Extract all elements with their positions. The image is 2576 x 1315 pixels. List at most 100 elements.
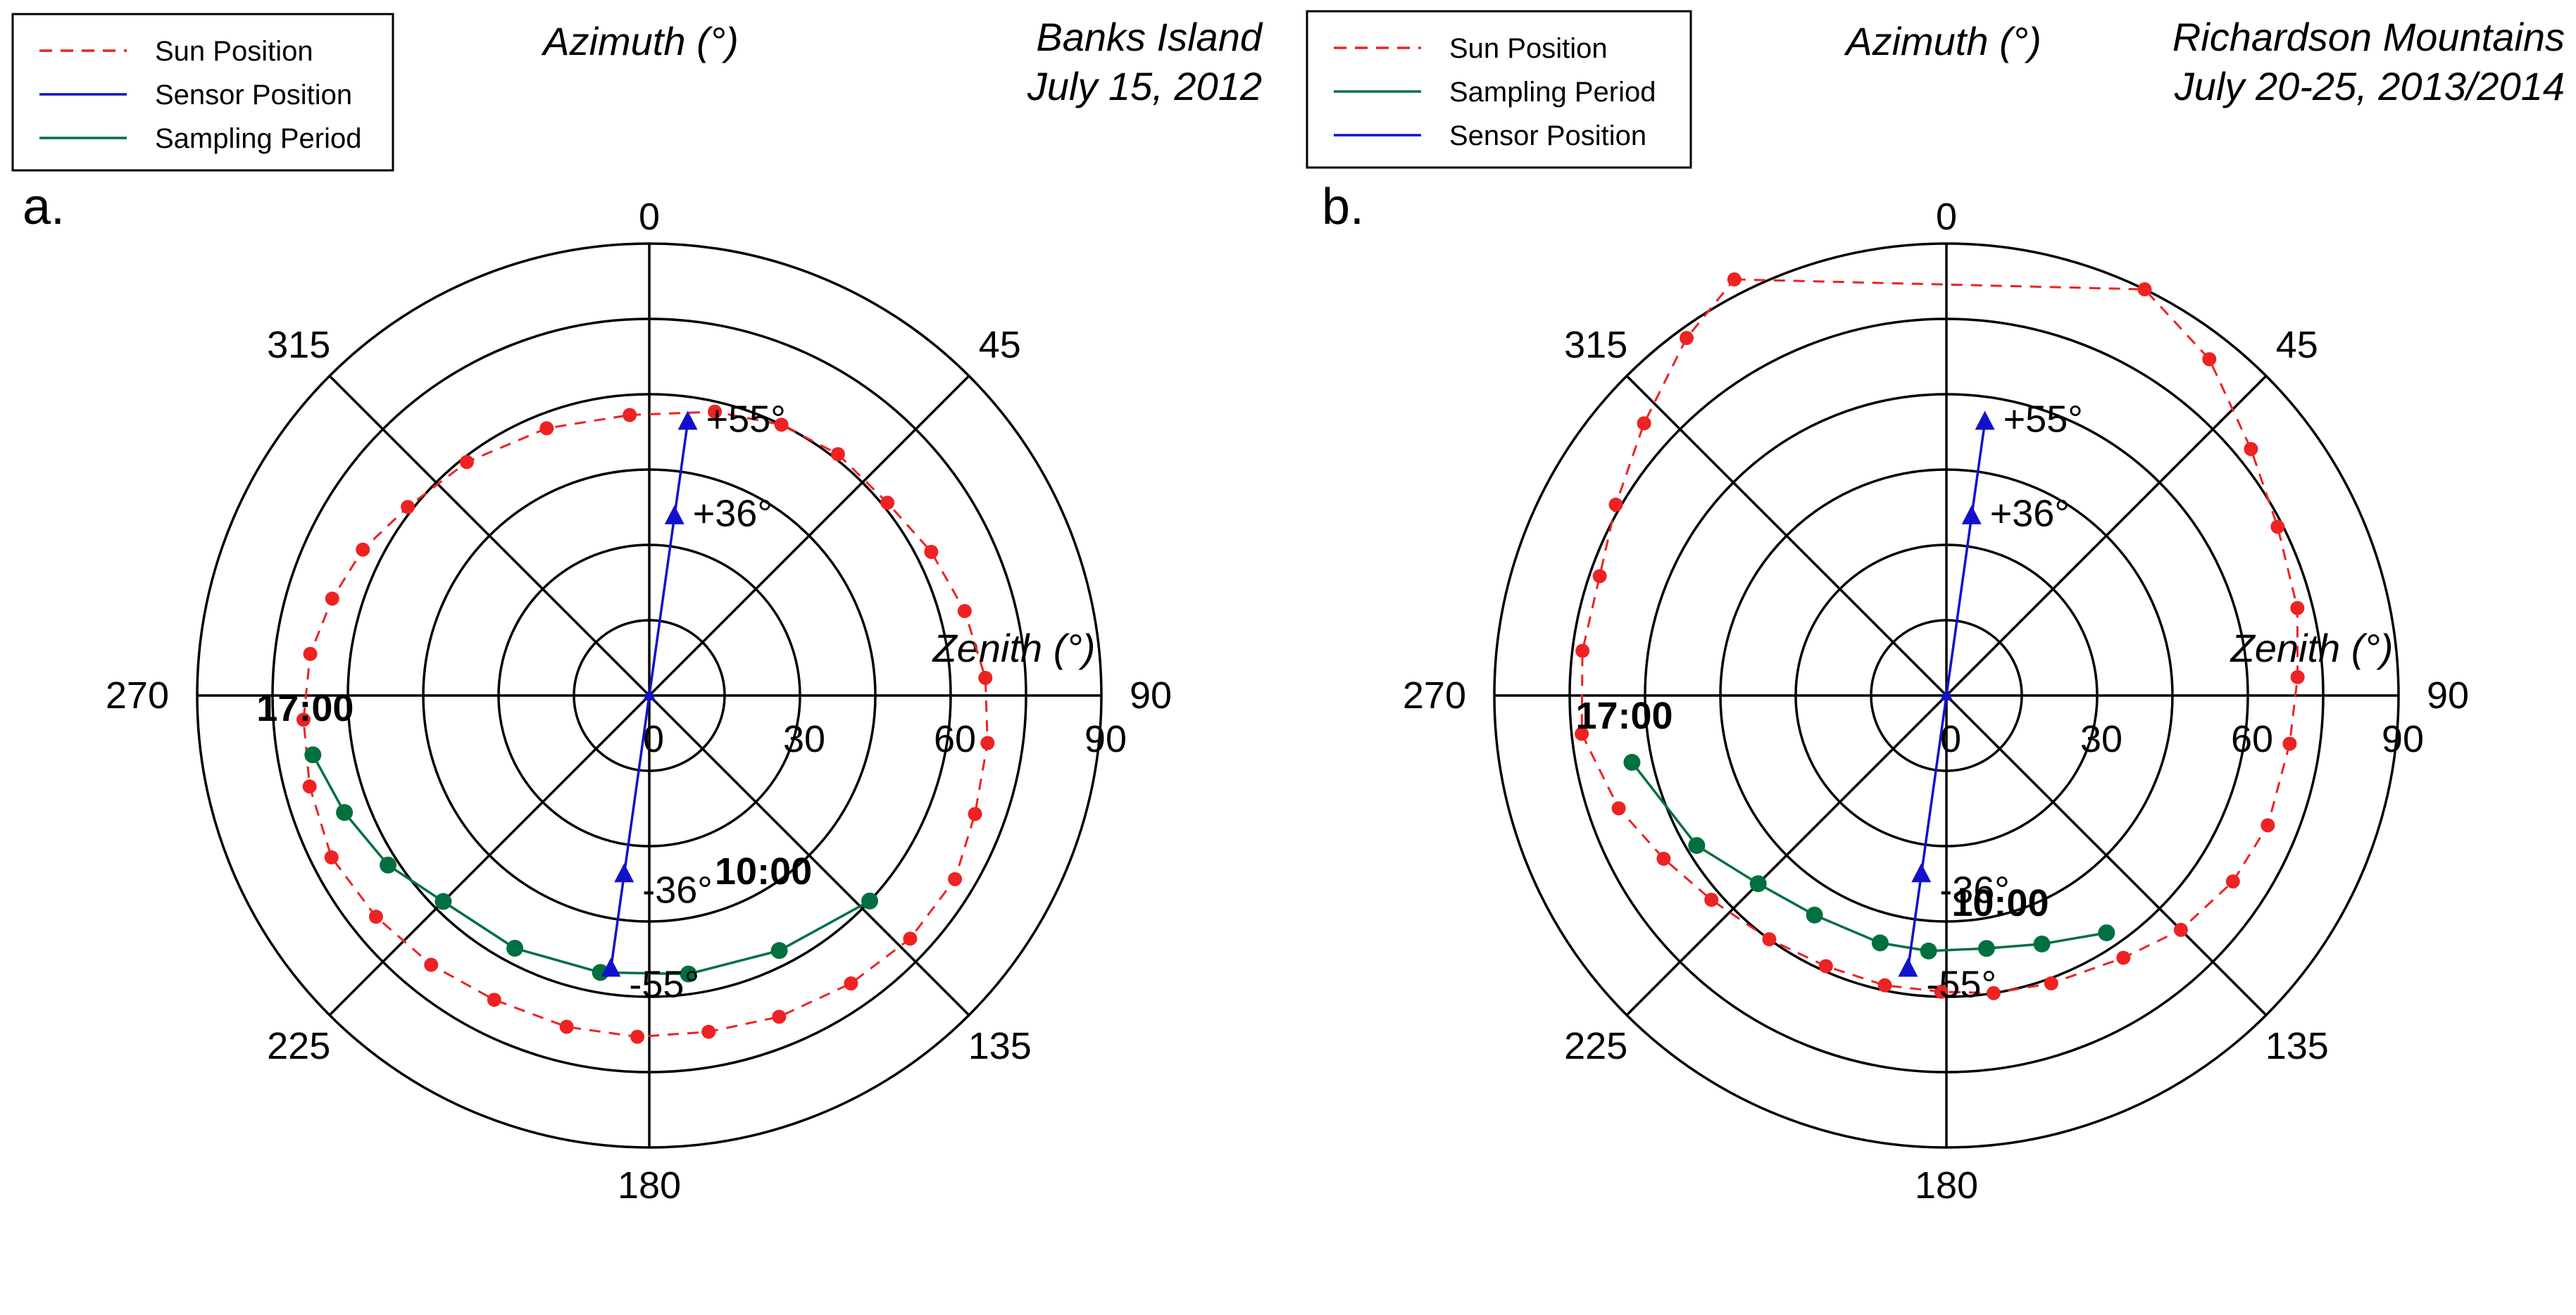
time-label: 17:00 <box>1575 695 1672 737</box>
data-point <box>623 408 637 422</box>
series-sampling-period <box>1623 753 2115 959</box>
data-point <box>1688 837 1706 855</box>
data-point <box>2116 950 2131 965</box>
data-point <box>1592 569 1607 584</box>
azimuth-tick-label-90: 90 <box>1130 674 1172 717</box>
azimuth-tick-label-45: 45 <box>979 324 1021 366</box>
data-point <box>2270 520 2285 534</box>
data-point <box>2282 736 2297 751</box>
data-point <box>539 421 554 436</box>
series-line <box>302 410 989 1038</box>
data-point <box>368 910 383 924</box>
data-point <box>2290 669 2305 684</box>
azimuth-tick-label-180: 180 <box>1915 1164 1978 1207</box>
data-point <box>1934 984 1949 999</box>
data-point <box>1611 801 1626 816</box>
series-sun-position <box>1575 272 2305 1000</box>
panel-label: a. <box>23 179 65 235</box>
data-point <box>1871 934 1889 952</box>
chart-title-line-2: July 15, 2012 <box>1027 64 1262 108</box>
data-point <box>861 892 879 910</box>
azimuth-tick-label-0: 0 <box>1936 196 1957 238</box>
data-point <box>630 1029 645 1044</box>
data-point <box>770 942 788 959</box>
chart-title-line-1: Richardson Mountains <box>2172 15 2565 59</box>
data-point <box>2244 441 2258 456</box>
series-sensor-position <box>601 410 698 977</box>
legend-label: Sensor Position <box>1449 120 1646 151</box>
sensor-angle-label: -36° <box>1939 869 2010 911</box>
data-point <box>296 712 311 727</box>
legend-frame <box>1306 10 1692 169</box>
data-point <box>459 455 474 470</box>
azimuth-tick-label-225: 225 <box>267 1025 330 1067</box>
zenith-tick-label-30: 30 <box>2080 718 2122 760</box>
data-point <box>2098 924 2115 942</box>
series-sensor-position <box>1898 410 1995 977</box>
data-point <box>772 1009 787 1024</box>
data-point <box>401 500 415 515</box>
data-point <box>1704 893 1719 907</box>
time-label: 10:00 <box>715 850 812 893</box>
azimuth-tick-label-315: 315 <box>1564 324 1627 366</box>
data-point <box>324 850 339 864</box>
data-point <box>336 804 354 822</box>
data-point <box>1975 410 1995 430</box>
azimuth-tick-label-270: 270 <box>106 674 169 717</box>
time-label: 10:00 <box>1951 882 2049 924</box>
data-point <box>434 893 452 910</box>
chart-title-line-2: July 20-25, 2013/2014 <box>2174 64 2565 108</box>
data-point <box>1575 726 1589 741</box>
series-sampling-period <box>304 746 879 983</box>
data-point <box>701 1024 716 1039</box>
data-point <box>2202 352 2217 367</box>
data-point <box>506 940 524 957</box>
panel-label: b. <box>1322 179 1364 235</box>
data-point <box>978 670 993 685</box>
sensor-angle-label: -55° <box>1926 964 1996 1006</box>
data-point <box>1680 331 1694 346</box>
data-point <box>680 965 697 983</box>
zenith-tick-label-60: 60 <box>934 718 976 760</box>
data-point <box>2225 874 2240 889</box>
sensor-angle-label: +55° <box>706 398 786 440</box>
data-point <box>1623 753 1641 771</box>
legend-label: Sun Position <box>155 36 313 67</box>
data-point <box>1986 986 2001 1000</box>
data-point <box>708 404 723 419</box>
zenith-tick-label-60: 60 <box>2231 718 2273 760</box>
data-point <box>924 544 939 559</box>
data-point <box>424 957 439 972</box>
zenith-tick-label-90: 90 <box>2382 718 2424 760</box>
data-point <box>1637 416 1651 431</box>
data-point <box>2044 976 2058 990</box>
data-point <box>2033 935 2051 952</box>
series-sun-position <box>296 404 995 1044</box>
data-point <box>559 1019 574 1034</box>
zenith-axis-label: Zenith (°) <box>932 626 1096 670</box>
azimuth-axis-label: Azimuth (°) <box>541 19 739 63</box>
legend-frame <box>11 13 394 172</box>
data-point <box>2290 600 2305 615</box>
zenith-axis-label: Zenith (°) <box>2230 626 2394 670</box>
data-point <box>303 646 318 661</box>
zenith-tick-label-90: 90 <box>1084 718 1127 760</box>
data-point <box>1940 688 1953 700</box>
data-point <box>2261 818 2275 833</box>
data-point <box>830 447 845 462</box>
data-point <box>1911 863 1932 883</box>
data-point <box>2173 922 2188 937</box>
sensor-angle-label: -36° <box>642 869 713 911</box>
time-label: 17:00 <box>256 687 354 729</box>
data-point <box>1727 272 1742 287</box>
data-point <box>614 863 634 883</box>
data-point <box>325 591 339 606</box>
sensor-angle-label: -55° <box>629 964 699 1006</box>
legend-label: Sampling Period <box>1449 77 1656 108</box>
data-point <box>1818 959 1833 974</box>
data-point <box>844 976 858 991</box>
